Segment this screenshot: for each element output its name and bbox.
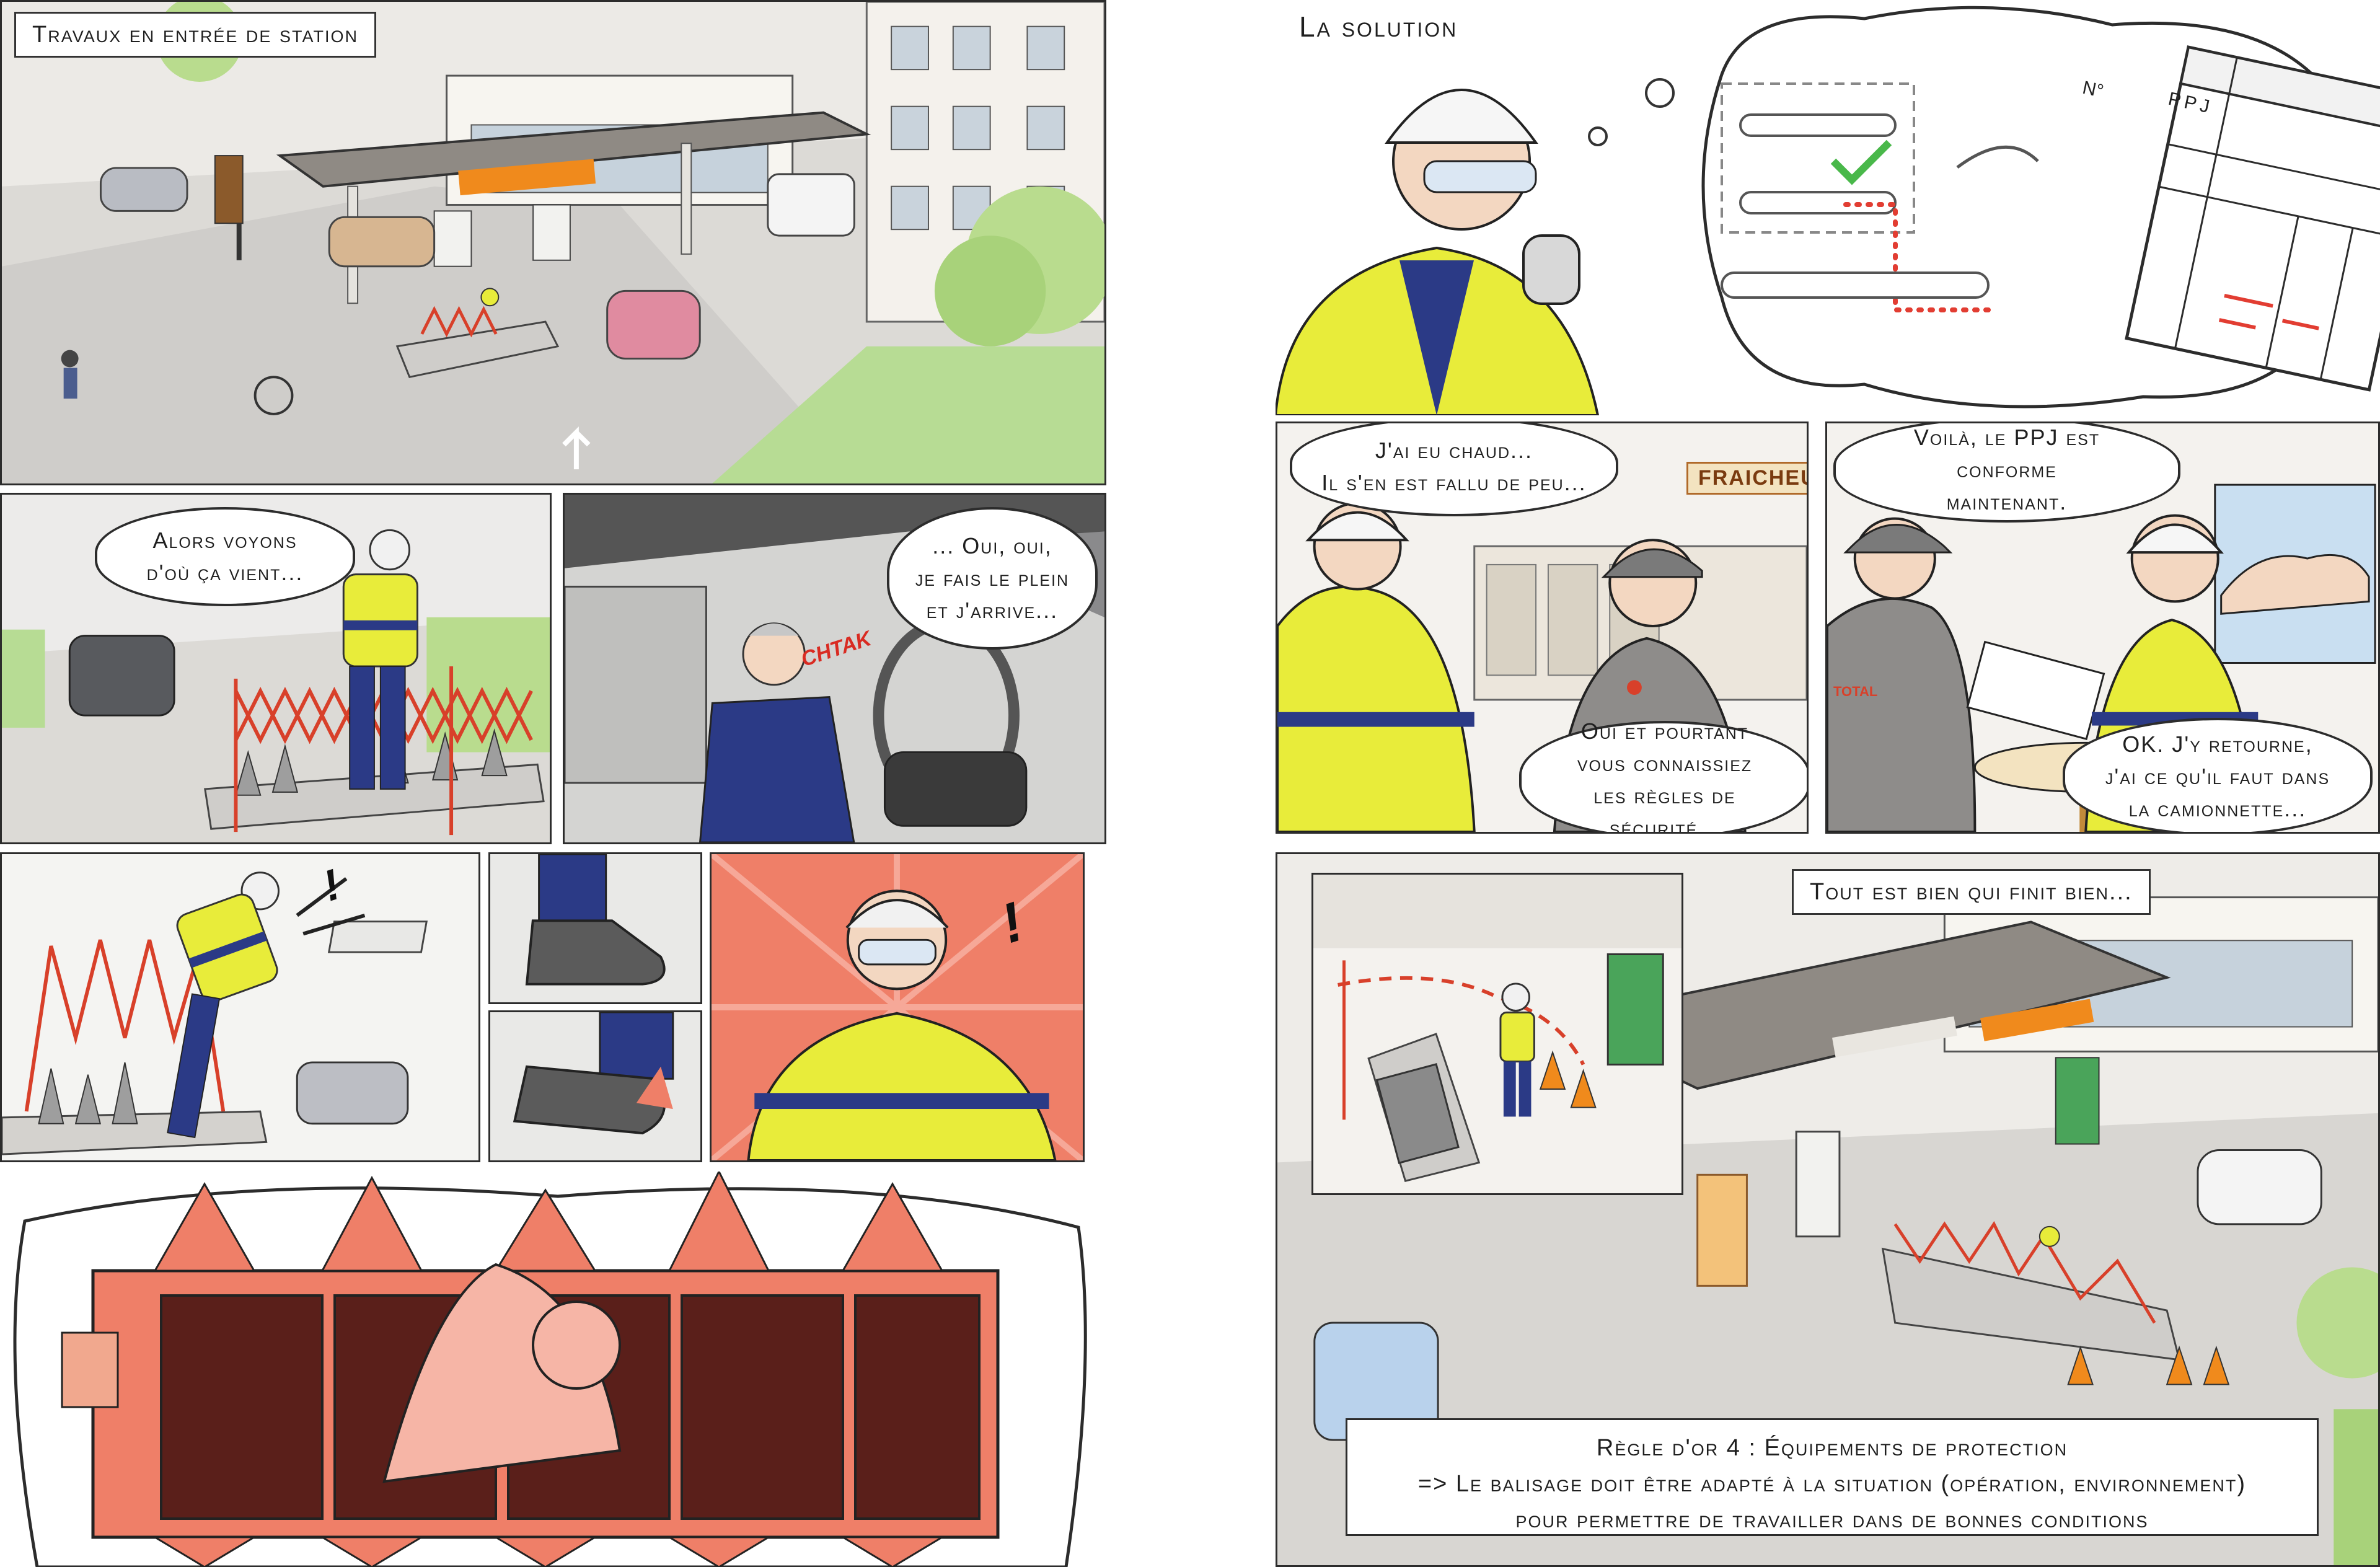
bubble-ok-jy-retourne: OK. J'y retourne,j'ai ce qu'il faut dans… <box>2063 718 2373 832</box>
alarmed-worker-illustration <box>712 854 1083 1160</box>
station-scene-illustration <box>2 2 1104 483</box>
ppj-header-n: N° <box>2081 77 2105 102</box>
shop-sign-fraicheur: FRAICHEUR <box>1686 462 1807 495</box>
panel-station-overview: Travaux en entrée de station <box>0 0 1106 485</box>
boot-trip-illustration <box>490 1012 700 1160</box>
caption-tout-est-bien: Tout est bien qui finit bien... <box>1792 869 2151 915</box>
solution-caption: La solution <box>1299 11 1458 43</box>
worker-barrier-illustration <box>2 495 550 842</box>
panel-solution: La solution N° PPJ <box>1276 0 2380 415</box>
panel-fall-dream <box>0 1172 1097 1567</box>
golden-rule-line3: pour permettre de travailler dans de bon… <box>1515 1507 2149 1533</box>
inset-barrier-setup <box>1311 873 1683 1195</box>
boot-step-illustration <box>490 854 700 1002</box>
inset-barrier-illustration <box>1313 875 1681 1193</box>
panel-worker-falling: ! <box>0 852 480 1162</box>
panel-shop-conversation: FRAICHEUR J'ai eu chaud...Il s'en est fa… <box>1276 422 1809 834</box>
vest-brand-label: TOTAL <box>1833 684 1878 699</box>
golden-rule-line2: => Le balisage doit être adapté à la sit… <box>1417 1471 2247 1497</box>
panel-boot-bottom <box>488 1010 702 1162</box>
golden-rule-title: Règle d'or 4 : Équipements de protection <box>1596 1435 2068 1461</box>
fall-dream-illustration <box>13 1172 1087 1567</box>
bubble-jai-eu-chaud: J'ai eu chaud...Il s'en est fallu de peu… <box>1290 423 1618 516</box>
solution-illustration <box>1276 6 2380 415</box>
panel-alarmed-worker: ! <box>710 852 1085 1162</box>
golden-rule-box: Règle d'or 4 : Équipements de protection… <box>1346 1418 2319 1536</box>
panel1-caption: Travaux en entrée de station <box>14 12 376 58</box>
panel-happy-ending: Tout est bien qui finit bien... Règle d'… <box>1276 852 2380 1567</box>
worker-falling-illustration <box>2 854 478 1160</box>
panel-boot-top <box>488 852 702 1004</box>
